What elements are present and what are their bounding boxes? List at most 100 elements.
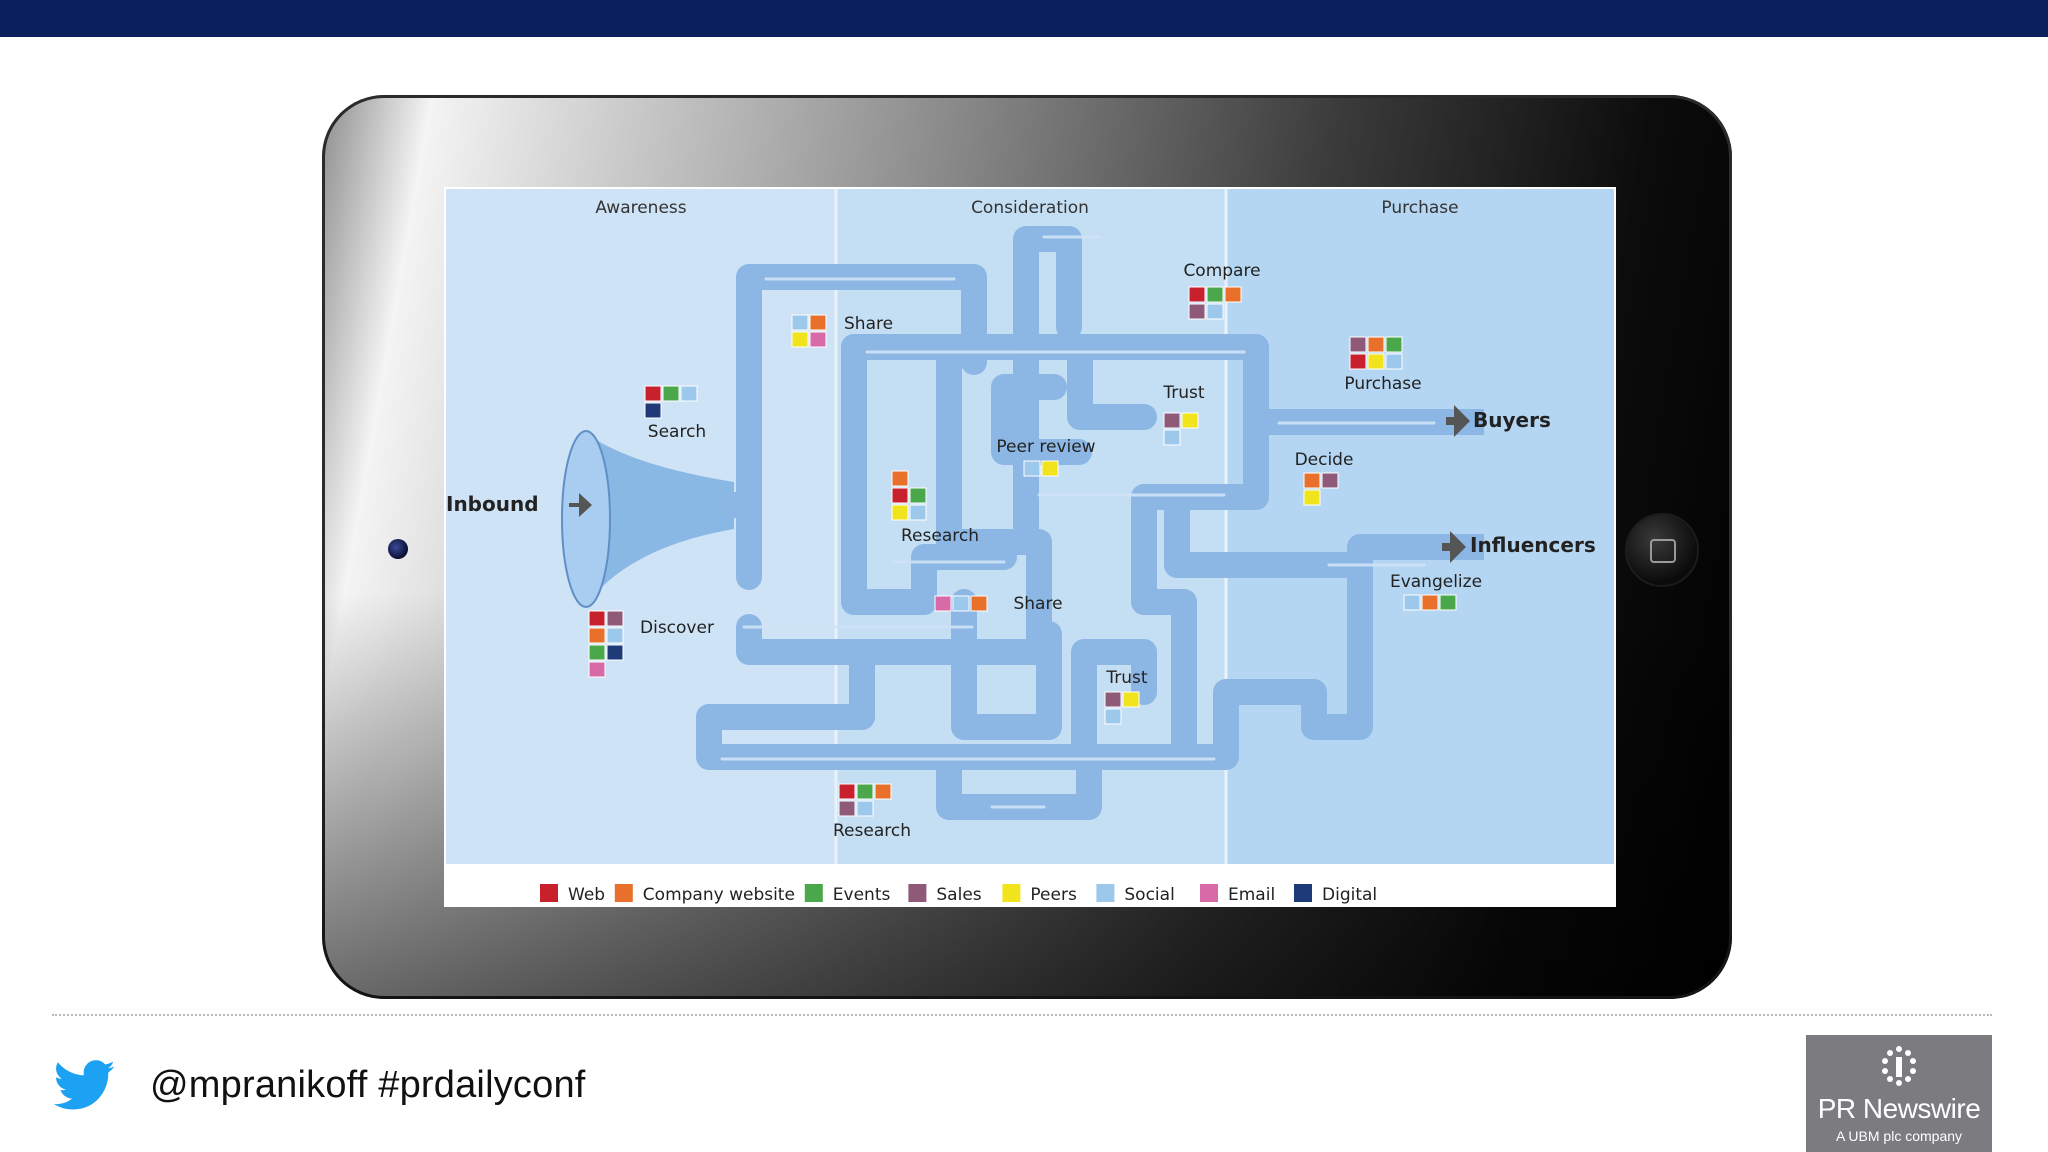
channel-swatch (1439, 594, 1457, 611)
legend-swatch (1002, 884, 1021, 902)
channel-swatch (606, 627, 624, 644)
channel-swatch (809, 331, 827, 348)
arrow-right-icon (569, 405, 1470, 563)
node-search: Search (648, 422, 706, 442)
channel-swatch (1104, 708, 1122, 725)
legend-swatch (614, 884, 633, 902)
twitter-bird-icon[interactable] (54, 1060, 116, 1112)
channel-swatch (1303, 489, 1321, 506)
channel-swatch (1163, 429, 1181, 446)
channel-swatch (1188, 303, 1206, 320)
channel-swatch (970, 595, 988, 612)
inbound-funnel (561, 430, 734, 608)
legend-swatch (804, 884, 823, 902)
journey-tubes (696, 226, 1467, 820)
channel-swatch (680, 385, 698, 402)
legend-label: Digital (1322, 885, 1377, 905)
legend-label: Peers (1030, 885, 1077, 905)
legend-swatch (540, 884, 558, 902)
channel-swatch (662, 385, 680, 402)
channel-swatch (644, 385, 662, 402)
legend-swatch (1200, 884, 1218, 902)
buyers-label: Buyers (1473, 408, 1551, 432)
channel-swatch (1104, 691, 1122, 708)
channel-swatch (856, 783, 874, 800)
channel-swatch (1163, 412, 1181, 429)
channel-swatch (1367, 336, 1385, 353)
node-research-mid: Research (901, 526, 979, 546)
channel-swatch (838, 783, 856, 800)
channel-swatch (1403, 594, 1421, 611)
channel-swatch (891, 487, 909, 504)
channel-swatch (606, 610, 624, 627)
channel-swatches (588, 286, 1457, 817)
footer-divider (52, 1014, 1992, 1016)
legend-swatch (1294, 884, 1312, 902)
channel-swatch (1181, 412, 1199, 429)
legend-label: Web (568, 885, 605, 905)
pr-newswire-logo-icon (1882, 1046, 1916, 1086)
channel-swatch (1224, 286, 1242, 303)
camera-icon (388, 539, 408, 559)
node-evangelize: Evangelize (1390, 572, 1482, 592)
node-compare: Compare (1183, 261, 1260, 281)
social-handle-text: @mpranikoff #prdailyconf (150, 1064, 586, 1106)
channel-swatch (588, 661, 606, 678)
node-discover: Discover (640, 618, 714, 638)
channel-swatch (952, 595, 970, 612)
tablet-screen: Awareness Consideration Purchase (444, 187, 1616, 907)
channel-swatch (1041, 460, 1059, 477)
channel-swatch (588, 627, 606, 644)
channel-swatch (588, 610, 606, 627)
channel-swatch (1188, 286, 1206, 303)
channel-swatch (891, 504, 909, 521)
home-button-icon (1625, 513, 1699, 587)
logo-subtitle: A UBM plc company (1835, 1128, 1963, 1144)
channel-swatch (891, 470, 909, 487)
channel-swatch (909, 487, 927, 504)
node-peer-review: Peer review (996, 437, 1095, 457)
channel-swatch (1206, 286, 1224, 303)
channel-swatch (606, 644, 624, 661)
stage-awareness-label: Awareness (595, 198, 686, 218)
stage-purchase-bg (1226, 189, 1614, 864)
channel-swatch (644, 402, 662, 419)
buyer-journey-diagram: Awareness Consideration Purchase (444, 189, 1616, 907)
channel-swatch (588, 644, 606, 661)
channel-swatch (1349, 336, 1367, 353)
stage-purchase-label: Purchase (1381, 198, 1458, 218)
channel-swatch (838, 800, 856, 817)
logo-name: PR Newswire (1817, 1093, 1981, 1124)
channel-swatch (1385, 353, 1403, 370)
channel-swatch (909, 504, 927, 521)
influencers-label: Influencers (1470, 533, 1596, 557)
channel-swatch (1367, 353, 1385, 370)
top-banner (0, 0, 2048, 37)
node-share-top: Share (844, 314, 893, 334)
channel-swatch (791, 314, 809, 331)
channel-swatch (809, 314, 827, 331)
legend-label: Company website (643, 885, 795, 905)
channel-swatch (1303, 472, 1321, 489)
node-research-bottom: Research (833, 821, 911, 841)
legend-label: Sales (936, 885, 981, 905)
channel-swatch (874, 783, 892, 800)
legend-swatch (908, 884, 927, 902)
stage-consideration-label: Consideration (971, 198, 1089, 218)
node-trust-bottom: Trust (1105, 668, 1148, 688)
channel-swatch (1321, 472, 1339, 489)
legend-label: Social (1124, 885, 1174, 905)
node-trust-top: Trust (1162, 383, 1205, 403)
channel-swatch (1421, 594, 1439, 611)
channel-swatch (791, 331, 809, 348)
channel-swatch (934, 595, 952, 612)
channel-swatch (1023, 460, 1041, 477)
node-decide: Decide (1295, 450, 1354, 470)
node-purchase: Purchase (1344, 374, 1421, 394)
pr-newswire-logo: PR Newswire A UBM plc company (1806, 1035, 1992, 1152)
legend-swatch (1096, 884, 1115, 902)
channel-swatch (856, 800, 874, 817)
node-share-mid: Share (1013, 594, 1062, 614)
channel-swatch (1385, 336, 1403, 353)
legend-label: Events (833, 885, 891, 905)
